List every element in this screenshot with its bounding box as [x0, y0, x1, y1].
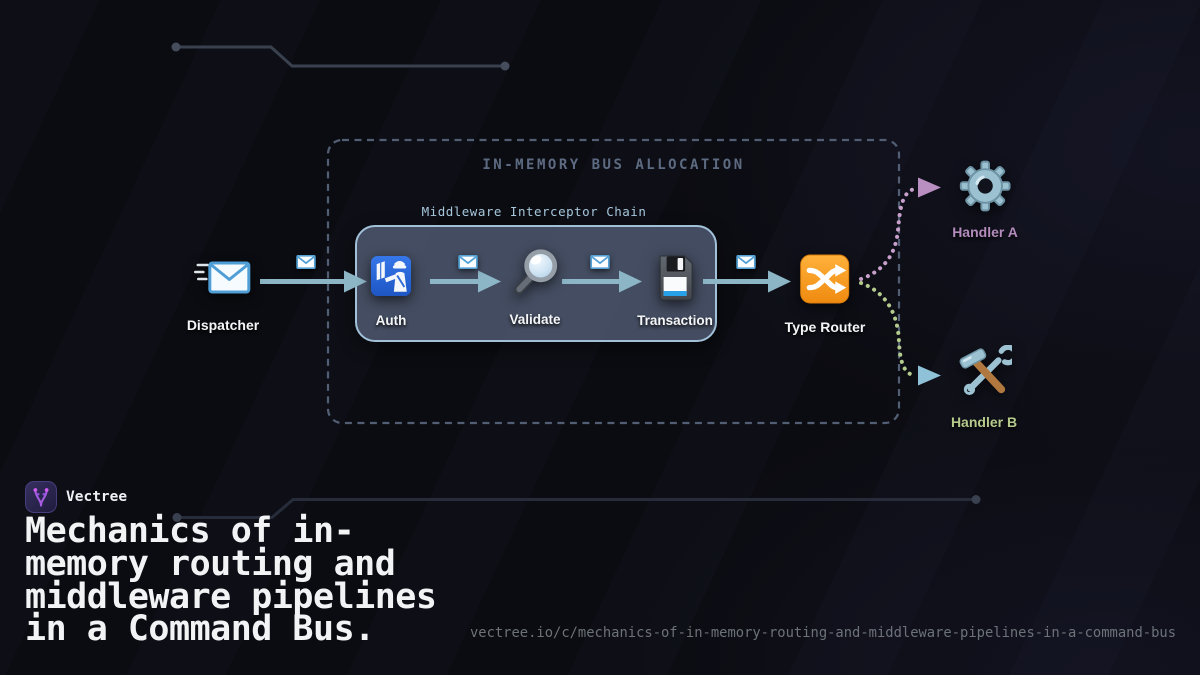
brand-name: Vectree [66, 489, 128, 505]
node-auth: Auth [370, 255, 412, 328]
title-line: in a Command Bus. [25, 609, 375, 650]
route-to-handler-b [859, 281, 941, 386]
floppy-disk-icon [653, 254, 697, 302]
bus-allocation-label: IN-MEMORY BUS ALLOCATION [482, 157, 745, 173]
flow-arrows [260, 270, 791, 293]
node-handler-a: Handler A [952, 160, 1018, 240]
magnifying-glass-icon [511, 247, 559, 295]
node-label: Handler A [952, 224, 1018, 240]
circuit-trace-bottom [172, 495, 981, 522]
node-label: Transaction [637, 313, 713, 328]
envelope-icon [590, 255, 610, 269]
node-validate: Validate [509, 247, 561, 327]
node-label: Type Router [784, 319, 866, 335]
node-label: Handler B [950, 414, 1018, 430]
hammer-wrench-icon [956, 345, 1012, 399]
node-handler-b: Handler B [951, 345, 1017, 430]
node-type-router: Type Router [784, 254, 866, 335]
middleware-chain-label: Middleware Interceptor Chain [421, 204, 647, 219]
page-url: vectree.io/c/mechanics-of-in-memory-rout… [469, 625, 1176, 641]
envelope-icon [736, 255, 756, 269]
middleware-chain-box [355, 225, 717, 342]
node-label: Auth [375, 313, 407, 328]
page-title: Mechanics of in- memory routing and midd… [25, 511, 437, 650]
title-line: memory routing and [25, 543, 396, 584]
vectree-logo-icon [25, 481, 57, 513]
bus-allocation-dashed-box [326, 138, 901, 425]
shuffle-arrows-icon [800, 254, 850, 304]
route-to-handler-a [859, 177, 941, 281]
node-label: Dispatcher [186, 317, 260, 333]
node-dispatcher: Dispatcher [187, 255, 259, 333]
node-transaction: Transaction [637, 254, 713, 328]
passport-control-icon [370, 255, 412, 297]
node-label: Validate [509, 312, 561, 327]
title-line: middleware pipelines [25, 576, 437, 617]
circuit-trace-top [171, 42, 510, 71]
gear-icon [959, 160, 1011, 212]
envelope-icon [458, 255, 478, 269]
title-line: Mechanics of in- [25, 511, 355, 551]
incoming-envelope-icon [194, 255, 252, 299]
envelope-icon [296, 255, 316, 269]
